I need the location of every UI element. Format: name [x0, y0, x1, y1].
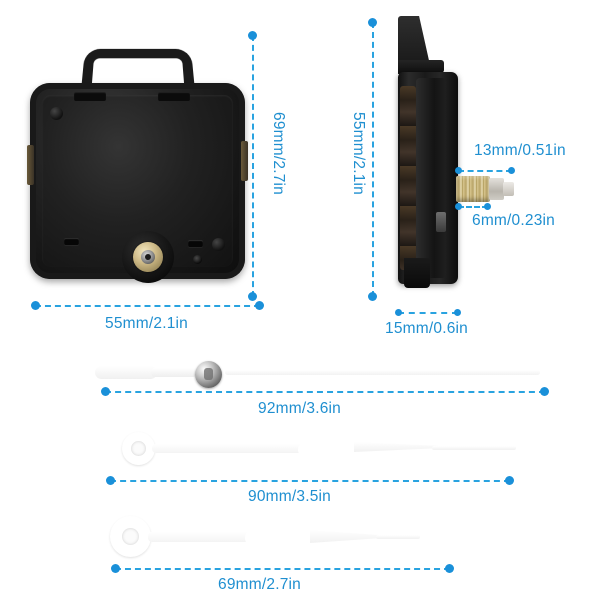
second-hand-center-nut: [195, 361, 222, 388]
hour-hand-dimension-line: [115, 568, 450, 570]
shaft-length-label: 13mm/0.51in: [474, 142, 566, 159]
top-notch-right: [158, 92, 190, 101]
second-hand-counterweight: [95, 366, 157, 379]
side-clip-right: [241, 141, 248, 181]
side-height-dot-bottom: [368, 292, 377, 301]
front-height-dot-bottom: [248, 292, 257, 301]
front-height-dimension-line: [252, 35, 254, 297]
minute-hand-point: [432, 446, 516, 450]
threaded-shaft: [456, 176, 490, 202]
front-width-dot-right: [255, 301, 264, 310]
minute-hand-hub: [122, 432, 155, 465]
front-height-dot-top: [248, 31, 257, 40]
side-depth-dimension-line: [398, 312, 458, 314]
side-clip-left: [27, 145, 34, 185]
mount-slot-right: [188, 240, 203, 247]
minute-hand-tip-taper: [354, 442, 438, 452]
alignment-pin-hole: [193, 255, 202, 264]
second-hand-taper: [151, 368, 197, 377]
hour-hand-dot-right: [445, 564, 454, 573]
side-depth-label: 15mm/0.6in: [385, 320, 468, 337]
side-height-dimension-line: [372, 22, 374, 297]
minute-hand-dimension-line: [110, 480, 510, 482]
minute-hand-teardrop: [298, 433, 364, 465]
side-depth-dot-right: [454, 309, 461, 316]
minute-hand-arm: [152, 444, 317, 453]
corner-screw-top-left: [50, 107, 63, 120]
side-base-foot: [404, 258, 430, 288]
side-depth-dot-left: [395, 309, 402, 316]
hour-hand-hub: [110, 516, 151, 557]
shaft-length-dot-right: [508, 167, 515, 174]
shaft-collar: [489, 178, 504, 200]
corner-screw-bottom-right: [212, 238, 225, 251]
movement-side-face: [416, 78, 446, 278]
center-shaft-core: [145, 254, 151, 260]
side-height-dot-top: [368, 18, 377, 27]
second-hand-length-label: 92mm/3.6in: [258, 400, 341, 417]
minute-hand-dot-left: [106, 476, 115, 485]
second-hand-dimension-line: [105, 391, 545, 393]
second-hand-dot-left: [101, 387, 110, 396]
minute-hand-dot-right: [505, 476, 514, 485]
minute-hand-length-label: 90mm/3.5in: [248, 488, 331, 505]
minute-hand: [122, 432, 522, 474]
shaft-length-dimension-line: [458, 170, 512, 172]
front-width-label: 55mm/2.1in: [105, 315, 188, 332]
shaft-diameter-dot-left: [455, 203, 462, 210]
shaft-diameter-label: 6mm/0.23in: [472, 212, 555, 229]
side-locking-tab: [436, 212, 446, 232]
front-width-dimension-line: [35, 305, 260, 307]
shaft-length-dot-left: [455, 167, 462, 174]
front-height-label: 69mm/2.7in: [270, 112, 287, 195]
shaft-diameter-dimension-line: [458, 206, 488, 208]
hour-hand-length-label: 69mm/2.7in: [218, 576, 301, 593]
hour-hand-tip-taper: [310, 530, 382, 543]
gear-train-edge: [400, 86, 416, 270]
hour-hand-arm: [148, 532, 263, 542]
second-hand: [95, 361, 550, 391]
hour-hand-dot-left: [111, 564, 120, 573]
hour-hand-point: [376, 535, 420, 539]
top-notch-left: [74, 92, 106, 101]
side-height-label: 55mm/2.1in: [350, 112, 367, 195]
second-hand-needle: [225, 370, 540, 375]
side-hanger-arm: [398, 60, 444, 73]
mount-slot-left: [64, 238, 79, 245]
front-width-dot-left: [31, 301, 40, 310]
second-hand-dot-right: [540, 387, 549, 396]
hour-hand: [110, 516, 450, 564]
shaft-diameter-dot-right: [484, 203, 491, 210]
shaft-tip: [503, 182, 514, 196]
movement-body-front: [27, 83, 248, 283]
movement-body-side: [398, 72, 458, 284]
